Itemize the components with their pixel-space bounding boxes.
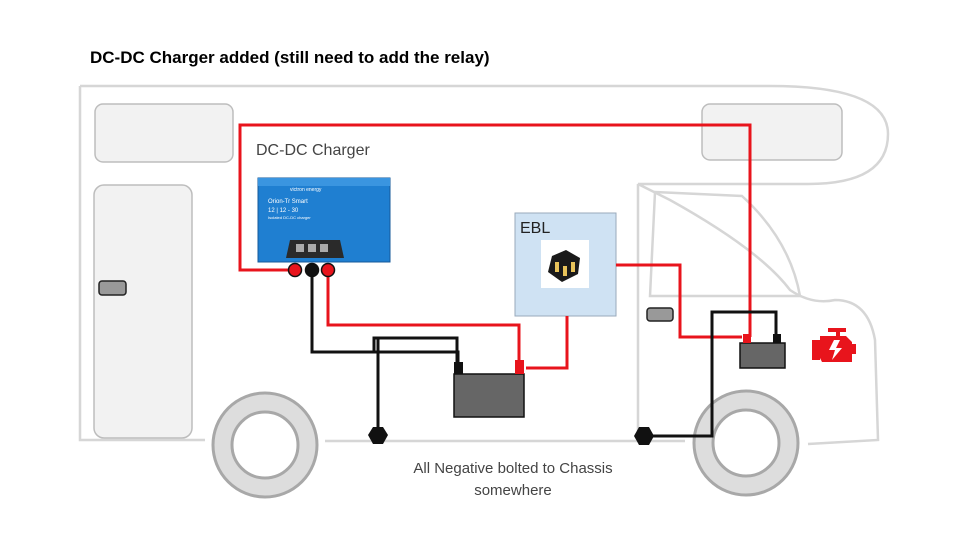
chassis-note-line-2: somewhere (474, 482, 552, 499)
chassis-note-line-1: All Negative bolted to Chassis (413, 460, 613, 477)
vehicle-battery (739, 334, 786, 369)
engine-warning-icon (812, 328, 856, 362)
dc-dc-charger: victron energy Orion-Tr Smart 12 | 12 - … (257, 177, 391, 263)
van-outline (78, 84, 890, 446)
door-handle (98, 280, 127, 296)
front-window (701, 103, 843, 161)
charger-rating-text: 12 | 12 - 30 (268, 208, 299, 214)
charger-terminal-positive-in (287, 262, 303, 278)
relay-icon (541, 240, 589, 288)
cab-door-handle (646, 307, 674, 322)
rear-window (94, 103, 234, 163)
page-title: DC-DC Charger added (still need to add t… (90, 48, 490, 67)
dc-dc-charger-label: DC-DC Charger (256, 142, 370, 159)
ebl-label: EBL (520, 220, 551, 237)
charger-brand-text: victron energy (290, 187, 322, 193)
charger-subtitle-text: Isolated DC-DC charger (268, 215, 311, 220)
side-door (93, 184, 193, 439)
charger-terminal-negative (304, 262, 320, 278)
chassis-note: All Negative bolted to Chassis somewhere (378, 458, 648, 502)
charger-model-text: Orion-Tr Smart (268, 199, 308, 205)
charger-terminal-positive-out (320, 262, 336, 278)
negative-wires (310, 270, 778, 438)
positive-wires (238, 123, 752, 370)
rear-wheel (211, 391, 319, 499)
chassis-bolt-rear (368, 427, 388, 444)
chassis-bolt-front (634, 427, 654, 445)
leisure-battery (453, 360, 525, 418)
front-wheel (692, 389, 800, 497)
